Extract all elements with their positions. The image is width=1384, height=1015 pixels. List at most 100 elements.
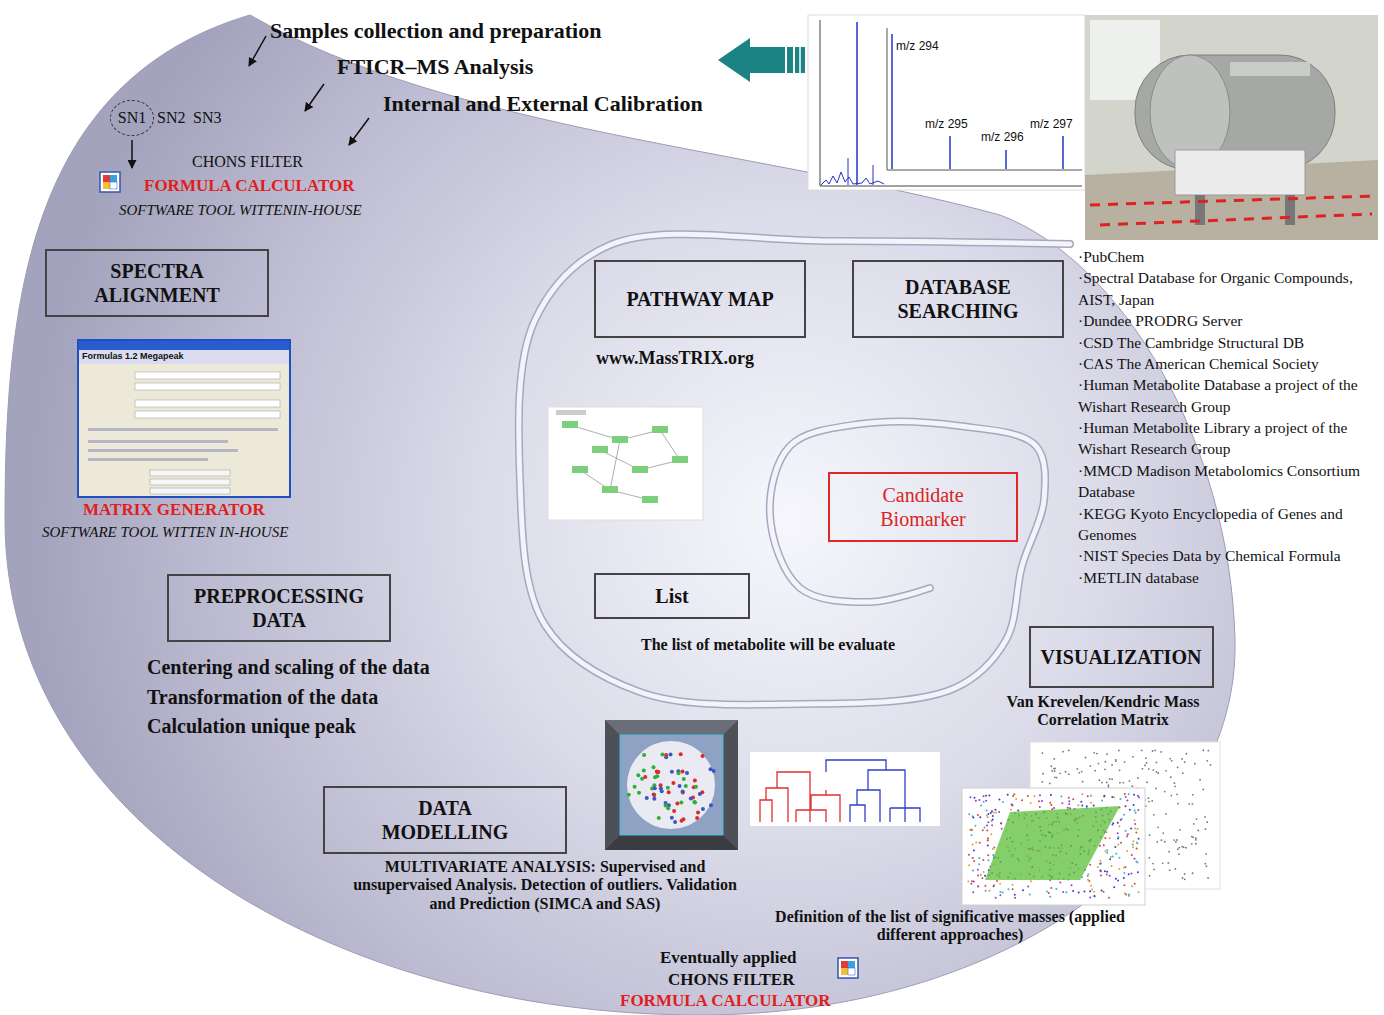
- software-screenshot: [79, 350, 289, 364]
- process-box: DATA MODELLING: [323, 786, 567, 854]
- van-krevelen-plot: [1131, 854, 1133, 856]
- van-krevelen-plot: [987, 816, 989, 818]
- scatter-plot: [1115, 760, 1117, 762]
- database-item: ·MMCD Madison Metabolomics Consortium Da…: [1078, 460, 1380, 503]
- van-krevelen-plot: [1099, 845, 1101, 847]
- text-label: SN3: [193, 109, 221, 127]
- database-item: ·Spectral Database for Organic Compounds…: [1078, 267, 1380, 310]
- van-krevelen-plot: [1132, 843, 1134, 845]
- scatter-plot: [1199, 779, 1201, 781]
- van-krevelen-plot: [1002, 891, 1004, 893]
- van-krevelen-plot: [980, 805, 982, 807]
- van-krevelen-plot: [1029, 894, 1031, 896]
- pca-cube: [689, 797, 693, 801]
- scatter-plot: [1054, 776, 1056, 778]
- van-krevelen-plot: [1027, 885, 1029, 887]
- van-krevelen-plot: [1012, 888, 1014, 890]
- software-screenshot: [135, 372, 280, 379]
- van-krevelen-plot: [1101, 799, 1103, 801]
- scatter-plot: [1096, 753, 1098, 755]
- calculator-icon: [838, 958, 858, 978]
- pca-cube: [653, 775, 657, 779]
- van-krevelen-plot: [1100, 875, 1102, 877]
- scatter-plot: [1205, 853, 1207, 855]
- scatter-plot: [1155, 788, 1157, 790]
- database-item: ·PubChem: [1078, 246, 1380, 267]
- dendrogram: [750, 752, 940, 826]
- scatter-plot: [1193, 823, 1195, 825]
- van-krevelen-plot: [1038, 800, 1040, 802]
- block-arrow: [799, 47, 801, 73]
- pca-cube: [696, 810, 700, 814]
- van-krevelen-plot: [1039, 806, 1041, 808]
- scatter-plot: [1152, 769, 1154, 771]
- van-krevelen-plot: [1132, 846, 1134, 848]
- van-krevelen-plot: [987, 837, 989, 839]
- van-krevelen-plot: [999, 894, 1001, 896]
- scatter-plot: [1049, 782, 1051, 784]
- software-screenshot: [135, 400, 280, 407]
- van-krevelen-plot: [1109, 858, 1111, 860]
- scatter-plot: [1056, 777, 1058, 779]
- van-krevelen-plot: [972, 844, 974, 846]
- pca-cube: [633, 785, 637, 789]
- scatter-plot: [1195, 843, 1197, 845]
- van-krevelen-plot: [992, 819, 994, 821]
- spiral-shell: [519, 234, 1070, 705]
- scatter-plot: [1204, 816, 1206, 818]
- van-krevelen-plot: [973, 797, 975, 799]
- axis-label: m/z 296: [981, 131, 1024, 145]
- van-krevelen-plot: [1115, 853, 1117, 855]
- van-krevelen-plot: [1087, 873, 1089, 875]
- van-krevelen-plot: [1094, 896, 1096, 898]
- process-box: VISUALIZATION: [1029, 626, 1214, 688]
- scatter-plot: [1078, 772, 1080, 774]
- van-krevelen-plot: [1103, 795, 1105, 797]
- spiral-shell: [519, 234, 1070, 705]
- pca-cube: [681, 817, 685, 821]
- leader-arrows: [132, 36, 369, 168]
- scatter-plot: [1111, 764, 1113, 766]
- van-krevelen-plot: [988, 890, 990, 892]
- pca-cube: [655, 770, 659, 774]
- pca-cube: [636, 773, 640, 777]
- scatter-plot: [1160, 751, 1162, 753]
- scatter-plot: [1144, 765, 1146, 767]
- scatter-plot: [1153, 869, 1155, 871]
- scatter-plot: [1165, 813, 1167, 815]
- van-krevelen-plot: [972, 816, 974, 818]
- van-krevelen-plot: [1055, 888, 1057, 890]
- software-screenshot: [135, 383, 280, 390]
- van-krevelen-plot: [998, 811, 1000, 813]
- scatter-plot: [1101, 782, 1103, 784]
- van-krevelen-plot: [1135, 832, 1137, 834]
- process-box: SPECTRA ALIGNMENT: [45, 249, 269, 317]
- pathway-thumbnail: [592, 446, 608, 453]
- mass-spectrum: [856, 22, 858, 185]
- scatter-plot: [1132, 756, 1134, 758]
- scatter-plot: [1182, 772, 1184, 774]
- scatter-plot: [1146, 781, 1148, 783]
- van-krevelen-plot: [1100, 862, 1102, 864]
- van-krevelen-plot: [1103, 796, 1105, 798]
- scatter-plot: [1051, 770, 1053, 772]
- scatter-plot: [1124, 761, 1126, 763]
- van-krevelen-plot: [1033, 795, 1035, 797]
- van-krevelen-plot: [971, 829, 973, 831]
- van-krevelen-plot: [1090, 885, 1092, 887]
- leader-arrows: [349, 118, 369, 145]
- scatter-plot: [1145, 757, 1147, 759]
- van-krevelen-plot: [1089, 864, 1091, 866]
- text-label: CHONS FILTER: [668, 970, 794, 990]
- van-krevelen-plot: [1133, 794, 1135, 796]
- van-krevelen-plot: [995, 897, 997, 899]
- text-label: FORMULA CALCULATOR: [620, 991, 830, 1011]
- pca-cube: [679, 800, 683, 804]
- scatter-plot: [1053, 758, 1055, 760]
- scatter-plot: [1182, 877, 1184, 879]
- van-krevelen-plot: [1062, 891, 1064, 893]
- pca-cube: [693, 778, 697, 782]
- scatter-plot: [1202, 749, 1204, 751]
- pca-cube: [693, 801, 697, 805]
